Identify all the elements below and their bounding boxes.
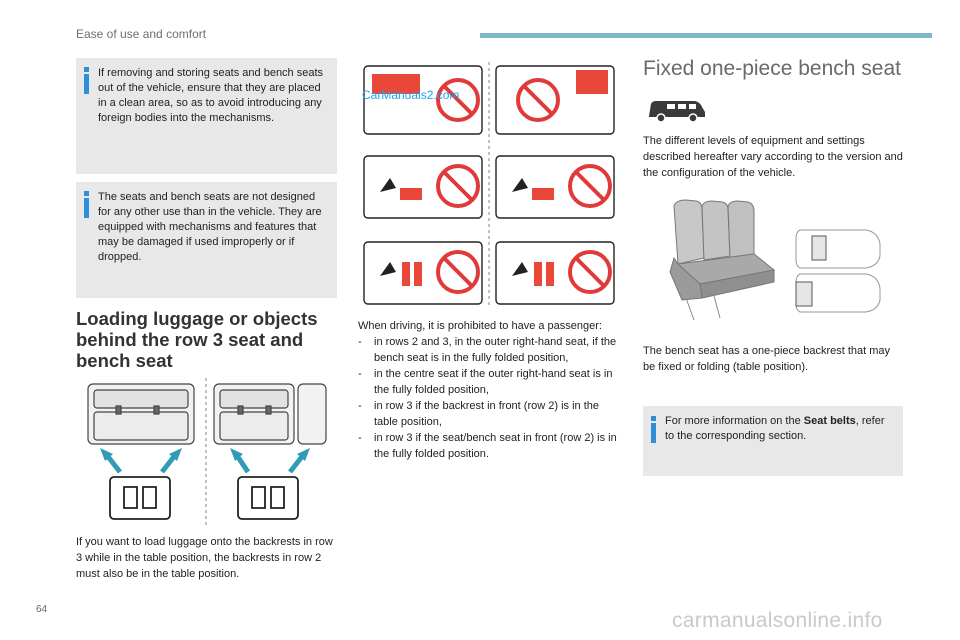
- header-bar: [480, 33, 932, 38]
- list-item-text: in row 3 if the seat/bench seat in front…: [374, 432, 617, 460]
- list-item-text: in row 3 if the backrest in front (row 2…: [374, 400, 599, 428]
- driving-list: -in rows 2 and 3, in the outer right-han…: [358, 334, 624, 462]
- note-seats-use: The seats and bench seats are not design…: [76, 182, 337, 298]
- note-text: If removing and storing seats and bench …: [98, 67, 324, 124]
- note-text-part: For more information on the: [665, 415, 804, 427]
- list-item: -in row 3 if the seat/bench seat in fron…: [358, 432, 617, 460]
- info-icon: [84, 191, 89, 218]
- bench-seat-illustration: [660, 198, 886, 334]
- driving-rules: When driving, it is prohibited to have a…: [358, 318, 624, 462]
- note-text: For more information on the Seat belts, …: [665, 414, 893, 444]
- note-text: The seats and bench seats are not design…: [98, 191, 322, 263]
- note-seat-belts: For more information on the Seat belts, …: [643, 406, 903, 476]
- seat-belts-link-text: Seat belts: [803, 415, 856, 427]
- info-icon: [651, 416, 656, 443]
- fixed-bench-backrest: The bench seat has a one-piece backrest …: [643, 345, 891, 373]
- section-title: Ease of use and comfort: [76, 27, 207, 41]
- list-item: -in rows 2 and 3, in the outer right-han…: [358, 336, 617, 364]
- list-item: -in row 3 if the backrest in front (row …: [358, 400, 599, 428]
- loading-diagram: [80, 378, 330, 526]
- seat-icon: [87, 383, 327, 445]
- loading-text: If you want to load luggage onto the bac…: [76, 536, 333, 580]
- list-item-text: in rows 2 and 3, in the outer right-hand…: [374, 336, 617, 364]
- driving-intro: When driving, it is prohibited to have a…: [358, 320, 602, 332]
- footer-site: carmanualsonline.info: [672, 609, 883, 632]
- page-number: 64: [36, 604, 48, 615]
- note-removing-seats: If removing and storing seats and bench …: [76, 58, 337, 174]
- list-item: -in the centre seat if the outer right-h…: [358, 368, 613, 396]
- manual-book-icon: [109, 476, 299, 520]
- watermark: CarManuals2.com: [362, 88, 460, 102]
- note-text-part: , refer to the corresponding section.: [665, 415, 885, 442]
- info-icon: [84, 67, 89, 94]
- seat-icon: [669, 199, 776, 321]
- fixed-bench-heading: Fixed one-piece bench seat: [643, 57, 901, 80]
- fixed-bench-intro: The different levels of equipment and se…: [643, 135, 903, 179]
- prohibition-diagrams: [362, 62, 616, 310]
- van-icon: [645, 98, 707, 124]
- loading-heading: Loading luggage or objects behind the ro…: [76, 308, 318, 371]
- list-item-text: in the centre seat if the outer right-ha…: [374, 368, 613, 396]
